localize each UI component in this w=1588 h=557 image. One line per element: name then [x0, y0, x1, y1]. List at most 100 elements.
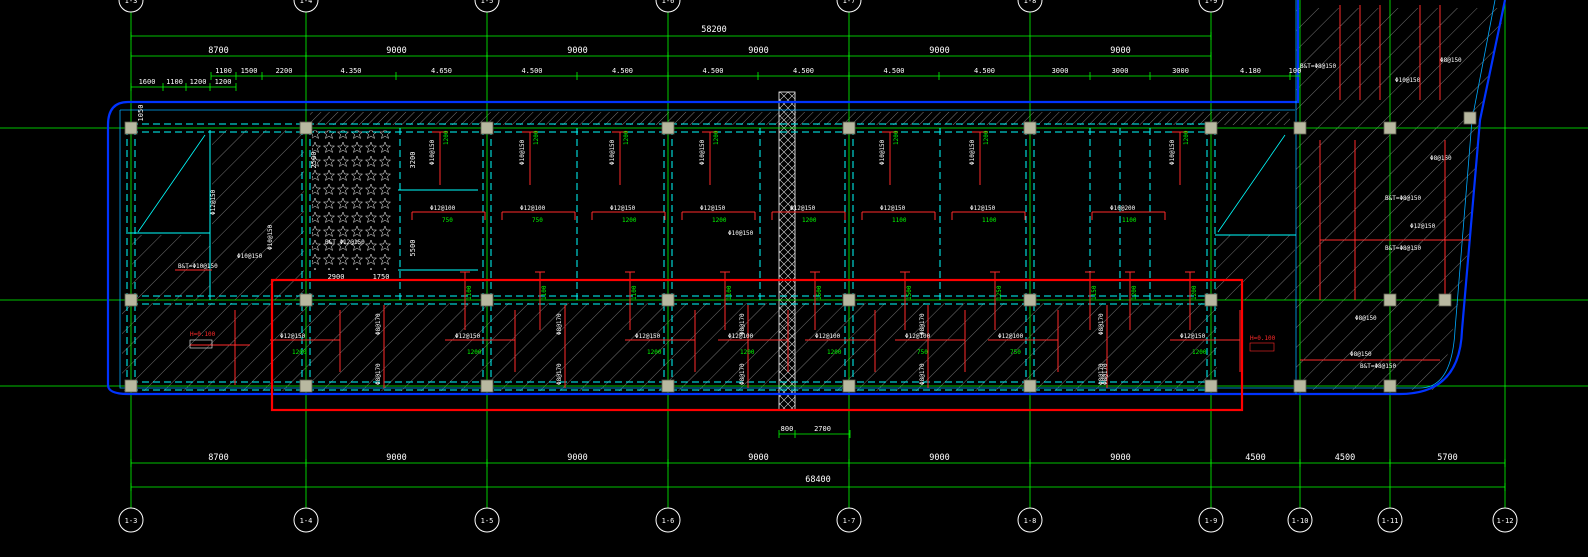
- dimension-text: 4.180: [1240, 67, 1261, 75]
- column: [1383, 379, 1397, 393]
- rebar-length: 1200: [827, 349, 842, 356]
- rebar-label: Φ10@150: [879, 139, 886, 165]
- rebar-label: Φ10@150: [699, 139, 706, 165]
- rebar-label: B&T=Φ10@150: [178, 263, 218, 270]
- rebar-label: Φ10@150: [519, 139, 526, 165]
- rebar-label: Φ8@170: [1102, 363, 1109, 385]
- hatch-right-wing: [1296, 8, 1505, 390]
- hatch-right-a: [1215, 235, 1295, 300]
- rebar-label: Φ8@170: [375, 313, 382, 335]
- dimension-text: 4.500: [702, 67, 723, 75]
- rebar-length: 1200: [623, 130, 630, 145]
- hatch-left-b: [212, 130, 304, 300]
- rebar-label: Φ10@150: [1169, 139, 1176, 165]
- rebar-length: 1100: [892, 217, 907, 224]
- axis-label: 1-3: [125, 0, 138, 5]
- column: [1023, 379, 1037, 393]
- dimension-text: 58200: [701, 25, 727, 35]
- rebar-label: Φ8@170: [556, 363, 563, 385]
- axis-label: 1-6: [662, 517, 675, 525]
- rebar-label: Φ8@170: [375, 363, 382, 385]
- dimension-text: 3000: [1172, 67, 1189, 75]
- hatch-left-a: [132, 235, 210, 301]
- dimension-text: 5500: [409, 240, 417, 257]
- dimension-text: 9000: [929, 453, 949, 463]
- rebar-label: Φ10@200: [1110, 205, 1136, 212]
- column: [1023, 293, 1037, 307]
- rebar-length: 1150: [1091, 285, 1098, 300]
- column: [480, 293, 494, 307]
- axis-label: 1-9: [1205, 517, 1218, 525]
- building-outline-walls: [106, 0, 1507, 396]
- axis-bubble: [1377, 507, 1403, 533]
- dimension-text: 4.500: [521, 67, 542, 75]
- rebar-length: 750: [917, 349, 928, 356]
- axis-bubble: [118, 0, 144, 13]
- dimension-text: 2900: [328, 273, 345, 281]
- axis-bubble: [474, 0, 500, 13]
- dimension-text: 3000: [1112, 67, 1129, 75]
- rebar-length: 1200: [802, 217, 817, 224]
- rebar-length: 1200: [647, 349, 662, 356]
- axis-grid-lines: [0, 0, 1588, 508]
- rebar-length: 1200: [713, 130, 720, 145]
- rebar-label: Φ12@150: [1180, 333, 1206, 340]
- rebar-label: Φ8@170: [739, 313, 746, 335]
- column: [1204, 121, 1218, 135]
- inner-wall-line: [119, 0, 1496, 389]
- rebar-label: B&T Φ12@150: [325, 239, 365, 246]
- elevation-tag: H=0.100: [190, 331, 216, 338]
- column: [661, 121, 675, 135]
- dimension-text: 1050: [137, 105, 145, 122]
- rebar-length: 1200: [292, 349, 307, 356]
- dimension-text: 9000: [567, 453, 587, 463]
- selection-box: [270, 278, 1244, 412]
- column: [1023, 121, 1037, 135]
- column: [480, 379, 494, 393]
- dimension-text: 3200: [409, 152, 417, 169]
- rebar-label: Φ12@100: [430, 205, 456, 212]
- axis-label: 1-11: [1382, 517, 1399, 525]
- rebar-label: Φ8@170: [1098, 363, 1105, 385]
- elevation-tag: H=0.100: [1250, 335, 1276, 342]
- dimension-text: 2500: [310, 152, 318, 169]
- rebar-length: 750: [532, 217, 543, 224]
- dimension-text: 4.350: [340, 67, 361, 75]
- rebar-length: 1200: [467, 349, 482, 356]
- rebar-label: Φ8@170: [739, 363, 746, 385]
- axis-bubble: [1198, 0, 1224, 13]
- dimension-text: 9000: [929, 46, 949, 56]
- axis-bubble: [118, 507, 144, 533]
- expansion-joint: [778, 91, 796, 411]
- column: [661, 379, 675, 393]
- rebar-label: Φ12@150: [455, 333, 481, 340]
- dimension-text: 4500: [1245, 453, 1265, 463]
- rebar-label: Φ12@150: [635, 333, 661, 340]
- dimension-text: 100: [1289, 67, 1302, 75]
- rebar-label-span: Φ10@150: [728, 230, 754, 237]
- dimension-text: 800: [781, 425, 794, 433]
- column: [124, 293, 138, 307]
- dimension-text: 8700: [208, 453, 228, 463]
- rebar-label: Φ12@150: [970, 205, 996, 212]
- column: [842, 293, 856, 307]
- rebar-annotations: Φ10@1501200Φ10@1501200Φ10@1501200Φ10@150…: [175, 5, 1470, 388]
- rebar-label: Φ8@150: [1355, 315, 1377, 322]
- column: [480, 121, 494, 135]
- hatch-top-strip: [310, 112, 1290, 125]
- rebar-label: Φ10@150: [429, 139, 436, 165]
- column: [299, 293, 313, 307]
- axis-bubble: [655, 507, 681, 533]
- dimension-text: 1750: [373, 273, 390, 281]
- dimension-text: 9000: [386, 46, 406, 56]
- column: [1438, 293, 1452, 307]
- axis-label: 1-8: [1024, 517, 1037, 525]
- axis-label: 1-3: [125, 517, 138, 525]
- column: [124, 121, 138, 135]
- rebar-length: 1200: [712, 217, 727, 224]
- rebar-label: Φ12@100: [905, 333, 931, 340]
- dimension-text: 2200: [276, 67, 293, 75]
- rebar-label: Φ12@100: [815, 333, 841, 340]
